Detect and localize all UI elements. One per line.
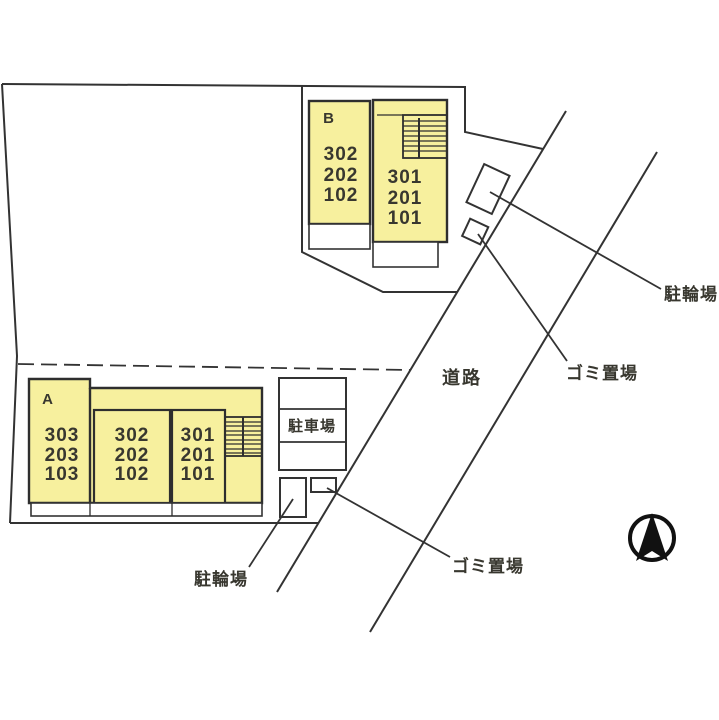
building-a-label: A	[42, 391, 54, 408]
building-b-right-balcony	[372, 241, 439, 268]
unit-number: 101	[181, 464, 216, 485]
building-b-left-balcony	[308, 223, 371, 250]
bicycle-area-top: 駐輪場	[465, 162, 718, 304]
building-a-balcony	[30, 502, 263, 517]
bicycle-parking-box	[279, 477, 307, 518]
building-b-label: B	[323, 110, 335, 127]
north-arrow-icon	[628, 513, 676, 562]
unit-number: 201	[181, 445, 216, 466]
garbage-top-label: ゴミ置場	[566, 363, 638, 383]
bicycle-bottom-label: 駐輪場	[194, 569, 248, 589]
unit-number: 202	[324, 165, 359, 186]
unit-number: 202	[115, 445, 150, 466]
unit-number: 301	[181, 425, 216, 446]
parking-lot	[278, 377, 347, 471]
road: 道路	[276, 110, 658, 633]
building-b-staircase	[377, 114, 448, 159]
site-boundary	[1, 83, 544, 524]
unit-number: 201	[388, 188, 423, 209]
leader-garbage-top	[477, 233, 568, 362]
unit-number: 303	[45, 425, 80, 446]
building-a: A 303 203 103 302 202 102 301 201 101	[27, 377, 264, 517]
road-right-edge	[369, 151, 658, 633]
garbage-box	[310, 477, 337, 493]
boundary-left	[1, 83, 19, 524]
garbage-bottom-label: ゴミ置場	[452, 556, 524, 576]
unit-number: 103	[45, 464, 80, 485]
unit-number: 102	[115, 464, 150, 485]
garbage-box	[460, 217, 490, 246]
parking-area: 駐車場	[278, 377, 347, 471]
parking-label: 駐車場	[288, 417, 336, 435]
building-a-middle-block	[92, 408, 172, 505]
building-b: B 302 202 102 301 201 101	[307, 98, 449, 268]
bicycle-parking-box	[465, 162, 511, 216]
leader-bicycle-top	[489, 191, 662, 290]
road-label: 道路	[442, 367, 482, 388]
boundary-dashed-middle	[17, 363, 411, 371]
garbage-area-bottom: ゴミ置場	[310, 477, 524, 576]
building-b-right-block	[371, 98, 449, 244]
leader-garbage-bottom	[326, 487, 451, 558]
unit-number: 302	[324, 144, 359, 165]
bicycle-top-label: 駐輪場	[664, 284, 718, 304]
boundary-top	[1, 83, 544, 150]
unit-number: 203	[45, 445, 80, 466]
road-left-edge	[276, 110, 567, 593]
unit-number: 302	[115, 425, 150, 446]
bicycle-area-bottom: 駐輪場	[194, 477, 307, 589]
unit-number: 102	[324, 185, 359, 206]
unit-number: 101	[388, 208, 423, 229]
unit-number: 301	[388, 167, 423, 188]
fence-building-b	[301, 85, 457, 293]
leader-bicycle-bottom	[248, 498, 294, 568]
garbage-area-top: ゴミ置場	[460, 217, 638, 383]
building-a-staircase	[224, 416, 263, 457]
